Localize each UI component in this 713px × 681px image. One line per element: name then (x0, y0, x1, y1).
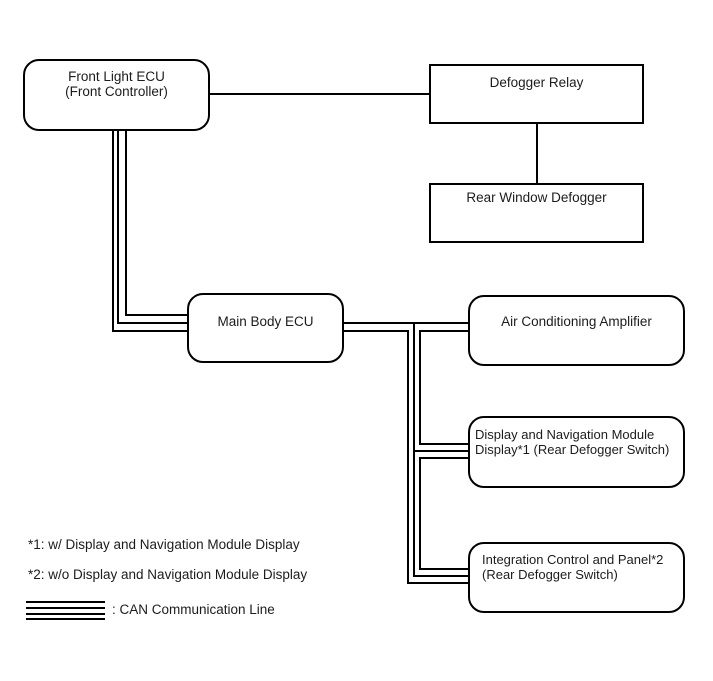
node-air-conditioning-amplifier: Air Conditioning Amplifier (468, 295, 685, 366)
can-bus-top (342, 322, 468, 324)
can-mid-trunk-v3-upper (419, 330, 421, 445)
legend-can-label: : CAN Communication Line (112, 602, 275, 617)
can-branch-integration-h2 (413, 575, 468, 577)
can-bus-bottom-right (420, 330, 468, 332)
legend-can-line-1 (26, 601, 105, 603)
node-label: Rear Window Defogger (466, 190, 607, 205)
can-branch-display-h1 (419, 443, 468, 445)
node-label: Air Conditioning Amplifier (501, 314, 652, 329)
node-rear-window-defogger: Rear Window Defogger (429, 183, 644, 243)
can-left-trunk-h1 (112, 330, 187, 332)
can-branch-display-h2 (413, 450, 468, 452)
can-mid-trunk-v3-lower (419, 457, 421, 570)
node-label: Defogger Relay (489, 75, 584, 90)
node-defogger-relay: Defogger Relay (429, 64, 644, 124)
can-branch-display-h3 (419, 457, 468, 459)
node-label: Display and Navigation Module (475, 427, 655, 442)
can-left-trunk-v2 (117, 129, 119, 324)
node-integration-control-panel: Integration Control and Panel*2 (Rear De… (468, 542, 685, 613)
can-branch-integration-h3 (407, 582, 468, 584)
node-label: Display*1 (Rear Defogger Switch) (475, 442, 670, 457)
can-left-trunk-v1 (112, 129, 114, 332)
footnote-1: *1: w/ Display and Navigation Module Dis… (28, 537, 300, 552)
can-left-trunk-v3 (125, 129, 127, 316)
can-branch-integration-h1 (419, 568, 468, 570)
node-label: (Front Controller) (65, 84, 168, 99)
legend-can-line-3 (26, 613, 105, 615)
node-label: Integration Control and Panel*2 (482, 552, 664, 567)
footnote-2: *2: w/o Display and Navigation Module Di… (28, 567, 308, 582)
node-main-body-ecu: Main Body ECU (187, 293, 344, 363)
node-front-light-ecu: Front Light ECU (Front Controller) (23, 59, 210, 131)
can-mid-trunk-v1 (407, 330, 409, 584)
node-label: (Rear Defogger Switch) (482, 567, 618, 582)
legend-can-line-2 (26, 607, 105, 609)
node-label: Main Body ECU (217, 314, 314, 329)
can-left-trunk-h3 (125, 314, 187, 316)
wire-front-light-to-defogger-relay (208, 93, 429, 95)
node-label: Front Light ECU (68, 69, 165, 84)
legend-can-line-4 (26, 618, 105, 620)
can-bus-bottom-left (342, 330, 409, 332)
can-left-trunk-h2 (117, 322, 187, 324)
node-display-nav-module: Display and Navigation Module Display*1 … (468, 416, 685, 488)
wire-defogger-relay-to-rear-defogger (536, 124, 538, 183)
